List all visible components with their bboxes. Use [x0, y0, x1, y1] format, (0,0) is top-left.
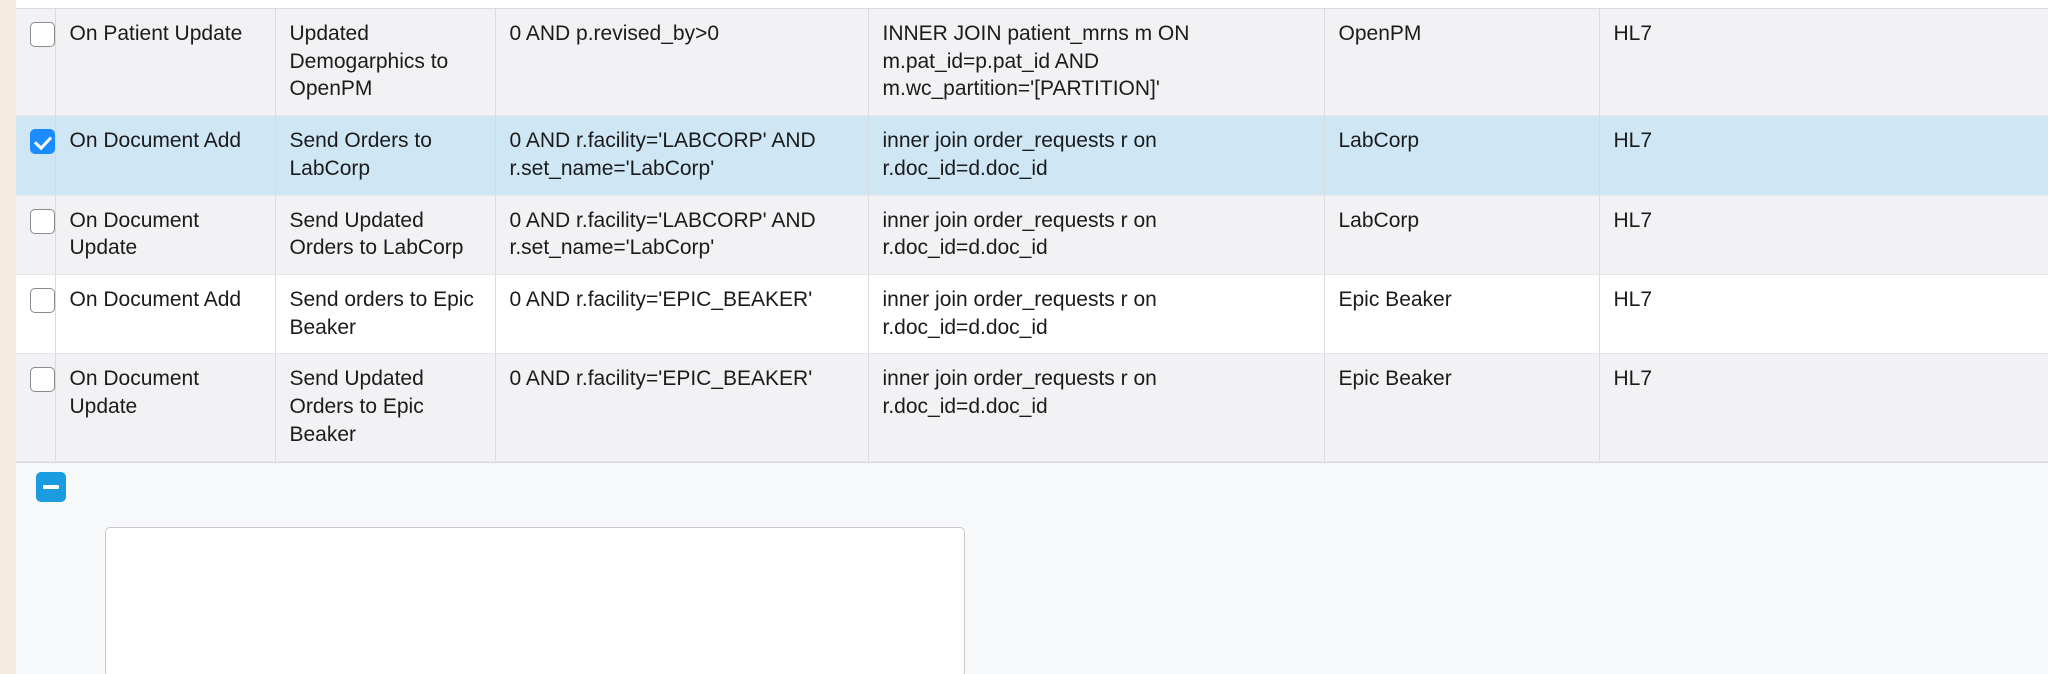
cell-join: INNER JOIN patient_mrns m ON m.pat_id=p.… [868, 9, 1325, 117]
page-left-margin [0, 0, 16, 674]
cell-join: inner join order_requests r on r.doc_id=… [868, 353, 1325, 462]
cell-destination: LabCorp [1324, 115, 1600, 196]
cell-name: Send orders to Epic Beaker [275, 274, 496, 355]
cell-event: On Document Add [55, 274, 276, 355]
checkbox-unchecked-icon[interactable] [30, 287, 55, 313]
cell-condition: 0 AND p.revised_by>0 [495, 9, 869, 117]
cell-join: inner join order_requests r on r.doc_id=… [868, 195, 1325, 276]
detail-panel[interactable] [105, 527, 965, 674]
cell-name: Send Updated Orders to LabCorp [275, 195, 496, 276]
row-select-cell[interactable] [16, 195, 56, 276]
row-select-cell[interactable] [16, 115, 56, 196]
checkbox-unchecked-icon[interactable] [30, 21, 55, 47]
cell-destination: LabCorp [1324, 195, 1600, 276]
checkbox-unchecked-icon[interactable] [30, 367, 55, 393]
cell-destination: OpenPM [1324, 9, 1600, 117]
cell-name: Updated Demogarphics to OpenPM [275, 9, 496, 117]
cell-type: HL7 [1599, 9, 2048, 117]
cell-join: inner join order_requests r on r.doc_id=… [868, 274, 1325, 355]
cell-type: HL7 [1599, 195, 2048, 276]
cell-event: On Document Add [55, 115, 276, 196]
cell-condition: 0 AND r.facility='LABCORP' AND r.set_nam… [495, 195, 869, 276]
checkbox-unchecked-icon[interactable] [30, 208, 55, 234]
grid-header-sliver [16, 0, 2048, 9]
cell-type: HL7 [1599, 274, 2048, 355]
cell-type: HL7 [1599, 115, 2048, 196]
cell-event: On Document Update [55, 353, 276, 462]
cell-condition: 0 AND r.facility='LABCORP' AND r.set_nam… [495, 115, 869, 196]
cell-condition: 0 AND r.facility='EPIC_BEAKER' [495, 353, 869, 462]
cell-join: inner join order_requests r on r.doc_id=… [868, 115, 1325, 196]
cell-destination: Epic Beaker [1324, 274, 1600, 355]
cell-event: On Document Update [55, 195, 276, 276]
row-select-cell[interactable] [16, 9, 56, 117]
grid-footer-strip [16, 462, 2048, 674]
cell-destination: Epic Beaker [1324, 353, 1600, 462]
cell-type: HL7 [1599, 353, 2048, 462]
cell-event: On Patient Update [55, 9, 276, 117]
minus-icon[interactable] [36, 472, 66, 502]
row-select-cell[interactable] [16, 353, 56, 462]
cell-name: Send Updated Orders to Epic Beaker [275, 353, 496, 462]
checkbox-checked-icon[interactable] [30, 129, 55, 155]
row-select-cell[interactable] [16, 274, 56, 355]
cell-condition: 0 AND r.facility='EPIC_BEAKER' [495, 274, 869, 355]
cell-name: Send Orders to LabCorp [275, 115, 496, 196]
